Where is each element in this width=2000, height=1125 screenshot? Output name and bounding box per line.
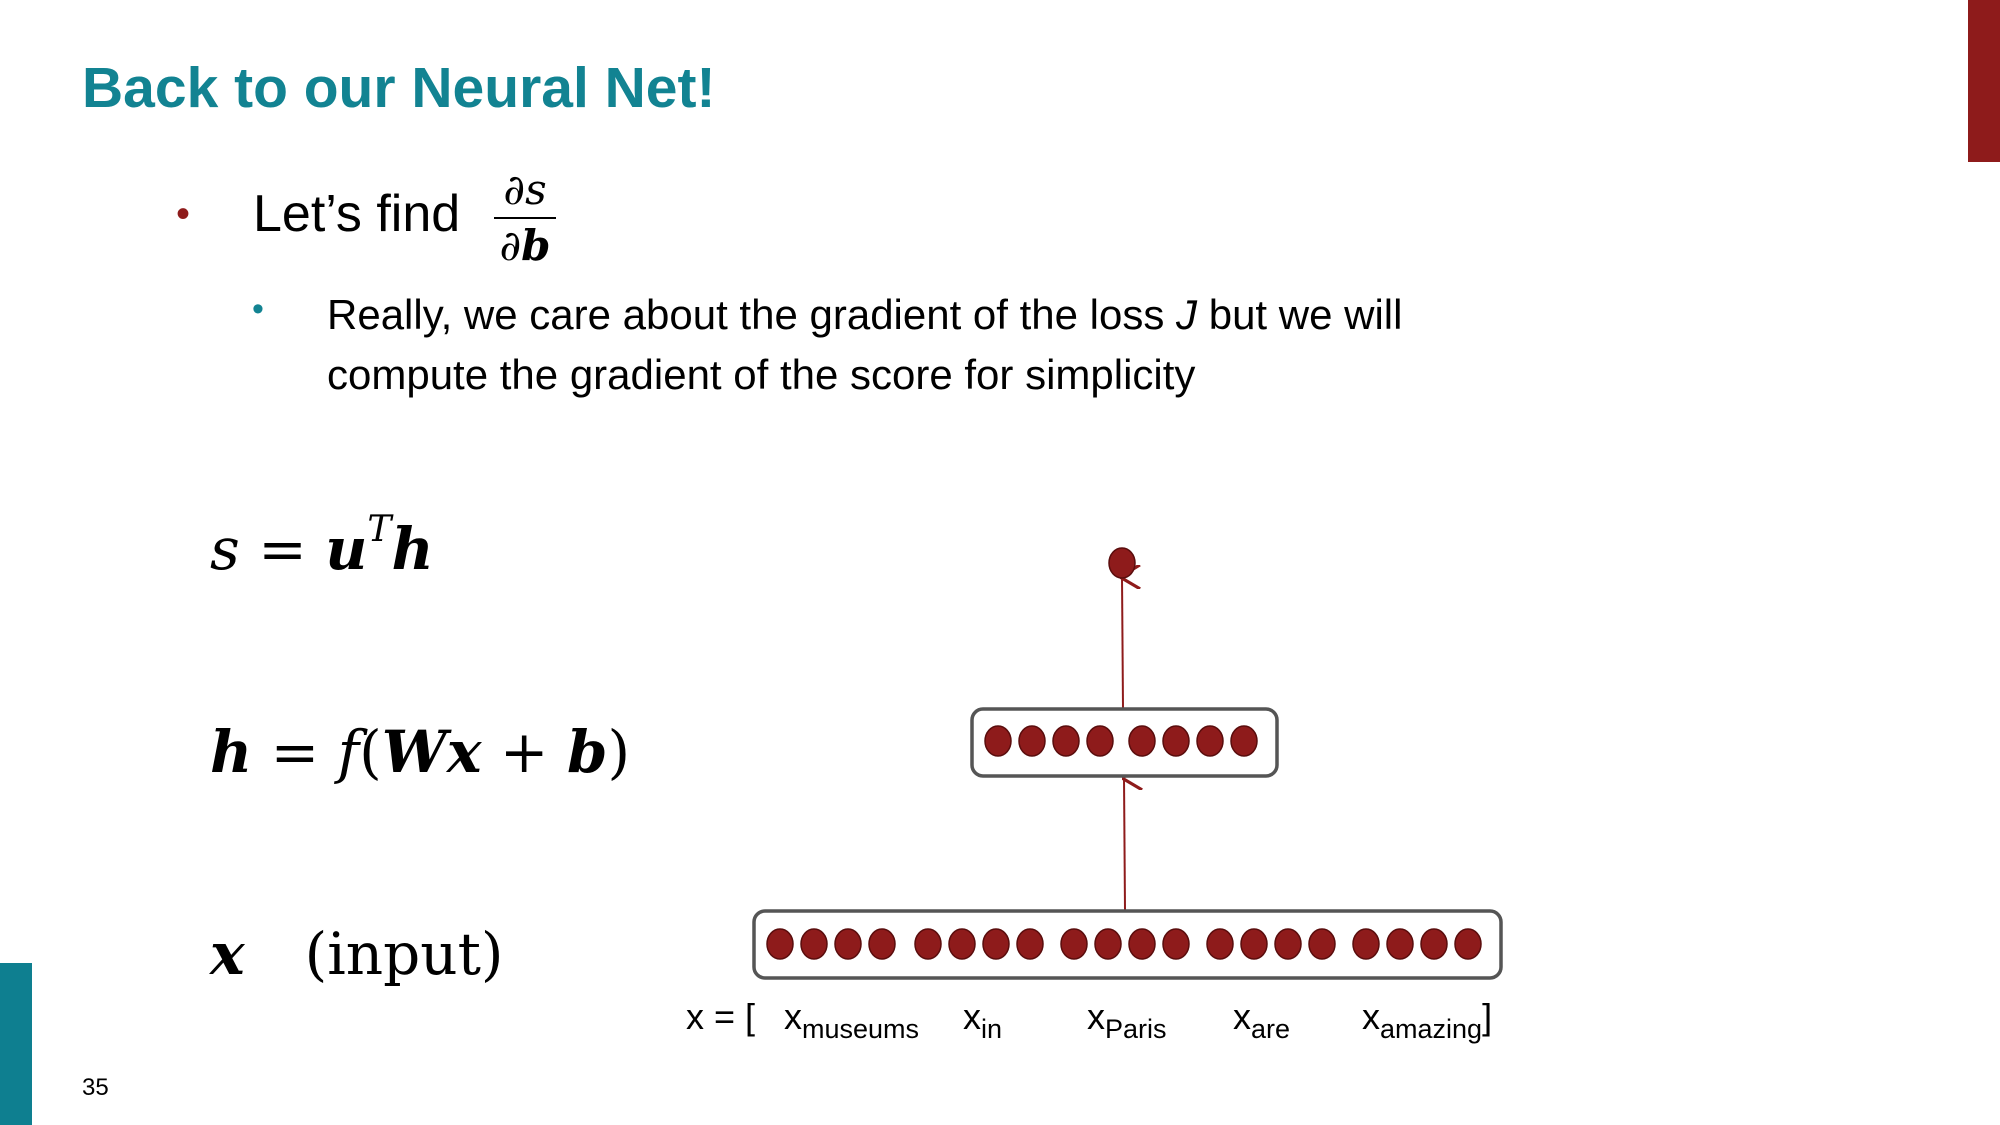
fraction-bar	[494, 217, 556, 219]
hidden-neuron	[1230, 725, 1258, 757]
input-neuron	[1060, 928, 1088, 960]
input-neuron	[1274, 928, 1302, 960]
hidden-neuron	[1162, 725, 1190, 757]
sub-bullet-text: Really, we care about the gradient of th…	[327, 291, 1403, 398]
fraction-numerator: ∂s	[503, 165, 547, 214]
input-label-amazing: xamazing]	[1362, 996, 1493, 1044]
input-neuron	[1454, 928, 1482, 960]
input-neuron	[1162, 928, 1190, 960]
hidden-neuron	[1196, 725, 1224, 757]
input-neuron	[1206, 928, 1234, 960]
hidden-neuron	[1052, 725, 1080, 757]
input-neuron	[766, 928, 794, 960]
input-neuron	[914, 928, 942, 960]
input-neuron	[1128, 928, 1156, 960]
input-label-paris: xParis	[1087, 996, 1167, 1044]
hidden-layer-equation: h = f(Wx + b)	[210, 718, 631, 786]
bottom-left-accent-bar	[0, 963, 32, 1125]
partial-derivative-fraction: ∂s ∂b	[494, 165, 556, 271]
hidden-neuron	[1128, 725, 1156, 757]
input-neuron	[1094, 928, 1122, 960]
input-neuron	[1420, 928, 1448, 960]
page-number: 35	[82, 1074, 109, 1101]
output-neuron	[1108, 547, 1136, 579]
bullet-dot: •	[176, 192, 191, 236]
input-label-museums: xmuseums	[784, 996, 920, 1044]
input-neuron	[1386, 928, 1414, 960]
input-neuron	[982, 928, 1010, 960]
fraction-denominator: ∂b	[499, 221, 551, 270]
arrow-hidden-to-output	[1122, 577, 1123, 709]
top-right-accent-bar	[1968, 0, 2000, 162]
bullet-text: Let’s find	[253, 185, 461, 243]
hidden-neuron	[1018, 725, 1046, 757]
hidden-layer-box	[970, 707, 1279, 778]
input-neuron	[868, 928, 896, 960]
score-equation: s = uTh	[210, 508, 434, 583]
input-label-are: xare	[1233, 996, 1291, 1044]
input-neuron	[834, 928, 862, 960]
input-layer-box	[752, 909, 1503, 980]
hidden-neuron	[984, 725, 1012, 757]
input-neuron	[800, 928, 828, 960]
input-neuron	[1240, 928, 1268, 960]
input-neuron	[1016, 928, 1044, 960]
hidden-neuron	[1086, 725, 1114, 757]
input-vector-prefix: x = [	[686, 996, 756, 1037]
input-neuron	[1352, 928, 1380, 960]
sub-bullet-dot: •	[252, 290, 264, 328]
arrow-input-to-hidden	[1124, 778, 1125, 911]
input-label-in: xin	[963, 996, 1003, 1044]
input-neuron	[1308, 928, 1336, 960]
input-equation: x(input)	[210, 920, 504, 988]
slide-title: Back to our Neural Net!	[82, 56, 716, 120]
input-neuron	[948, 928, 976, 960]
